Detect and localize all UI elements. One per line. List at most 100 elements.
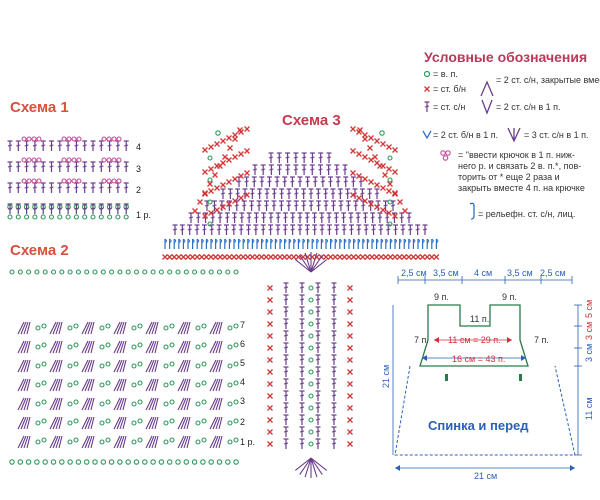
sc-stitch bbox=[396, 253, 403, 261]
dc-stitch bbox=[145, 435, 153, 449]
dc-stitch bbox=[119, 397, 125, 411]
dc-stitch bbox=[49, 435, 57, 449]
dc-stitch bbox=[304, 457, 312, 478]
cluster bbox=[26, 136, 32, 142]
chain-stitch bbox=[227, 401, 233, 407]
sc-stitch bbox=[231, 153, 239, 161]
dc-stitch bbox=[114, 140, 122, 152]
relief-dc bbox=[357, 238, 361, 250]
sc-stitch bbox=[266, 320, 274, 328]
dc-stitch bbox=[335, 176, 342, 188]
chain-stitch bbox=[216, 269, 223, 275]
dc-stitch bbox=[87, 321, 93, 335]
dc-stitch bbox=[209, 340, 217, 354]
dc-stitch bbox=[183, 416, 189, 430]
chain-stitch bbox=[163, 401, 169, 407]
dc-stitch bbox=[218, 321, 223, 335]
chain-stitch bbox=[67, 439, 73, 445]
dc-stitch bbox=[49, 416, 57, 430]
sc-stitch bbox=[191, 207, 199, 215]
dc-stitch bbox=[154, 378, 159, 392]
sc-stitch bbox=[213, 140, 221, 148]
dc-stitch bbox=[377, 224, 384, 236]
sc-stitch bbox=[346, 284, 354, 292]
sc-stitch bbox=[201, 168, 209, 176]
sc-stitch bbox=[235, 253, 242, 261]
chain-stitch bbox=[169, 380, 175, 386]
sc-stitch bbox=[433, 253, 440, 261]
dc-stitch bbox=[398, 212, 405, 224]
chain-stitch bbox=[163, 420, 169, 426]
dc-stitch bbox=[81, 397, 89, 411]
dc-stitch bbox=[154, 321, 159, 335]
dc-stitch bbox=[330, 330, 338, 342]
legend-title: Условные обозначения bbox=[424, 49, 587, 65]
dc-stitch bbox=[298, 306, 306, 318]
chain-stitch bbox=[201, 399, 207, 405]
dc-stitch bbox=[201, 224, 208, 236]
side-label: 7 п. bbox=[534, 335, 549, 345]
dc-stitch bbox=[183, 378, 189, 392]
sc-stitch bbox=[385, 187, 393, 195]
dc-stitch bbox=[241, 200, 248, 212]
dc-stitch bbox=[81, 416, 89, 430]
sc-stitch bbox=[272, 253, 279, 261]
chain-stitch bbox=[42, 269, 48, 275]
dc-stitch bbox=[49, 359, 57, 373]
dc-stitch bbox=[209, 378, 217, 392]
dc-stitch bbox=[48, 182, 55, 194]
dc-stitch bbox=[276, 152, 283, 164]
dc-stitch bbox=[84, 378, 91, 392]
dc-stitch bbox=[49, 340, 57, 354]
relief-dc bbox=[270, 238, 273, 250]
sc-stitch bbox=[373, 181, 381, 189]
chain-stitch bbox=[41, 418, 47, 424]
sc-stitch bbox=[346, 320, 354, 328]
sc-stitch bbox=[253, 253, 261, 261]
dc-stitch bbox=[81, 161, 88, 173]
cluster bbox=[71, 178, 77, 184]
dc-stitch bbox=[90, 340, 95, 354]
dc-stitch bbox=[304, 212, 311, 224]
sc-stitch bbox=[359, 253, 366, 261]
chain-stitch bbox=[57, 214, 63, 220]
dc-stitch bbox=[186, 435, 191, 449]
top-dim: 3,5 см bbox=[507, 268, 533, 278]
sc-stitch bbox=[198, 253, 205, 261]
relief-dc bbox=[302, 238, 306, 250]
relief-dc bbox=[366, 238, 370, 250]
relief-dc bbox=[399, 238, 402, 250]
sc-stitch bbox=[361, 153, 369, 161]
chain-stitch bbox=[163, 439, 169, 445]
relief-dc bbox=[293, 238, 296, 250]
dc-stitch bbox=[267, 212, 275, 224]
dc-stitch bbox=[49, 397, 57, 411]
chain-stitch bbox=[163, 344, 169, 350]
dc-stitch bbox=[48, 140, 55, 152]
chain-stitch bbox=[41, 437, 47, 443]
sc-stitch bbox=[266, 344, 274, 352]
dc-stitch bbox=[294, 259, 312, 273]
chain-stitch bbox=[308, 381, 314, 387]
dc-stitch bbox=[215, 321, 221, 335]
dc-stitch bbox=[282, 354, 290, 366]
dc-stitch bbox=[186, 340, 191, 354]
sc-stitch bbox=[266, 404, 274, 412]
dc-stitch bbox=[296, 224, 304, 236]
dc-stitch bbox=[329, 188, 337, 200]
dc-stitch bbox=[327, 176, 334, 188]
sc-stitch bbox=[219, 137, 227, 145]
sc-stitch bbox=[207, 165, 215, 173]
chain-stitch bbox=[7, 214, 13, 220]
dc-stitch bbox=[119, 435, 125, 449]
dc-stitch bbox=[298, 390, 306, 402]
dc-stitch bbox=[17, 359, 25, 373]
dc-stitch bbox=[40, 161, 47, 173]
cluster bbox=[61, 178, 67, 184]
sc-stitch bbox=[175, 253, 182, 261]
chain-stitch bbox=[67, 325, 73, 331]
chain-stitch bbox=[59, 269, 65, 275]
dc-stitch bbox=[180, 416, 187, 430]
dc-stitch bbox=[234, 188, 241, 200]
dc-stitch bbox=[122, 435, 127, 449]
